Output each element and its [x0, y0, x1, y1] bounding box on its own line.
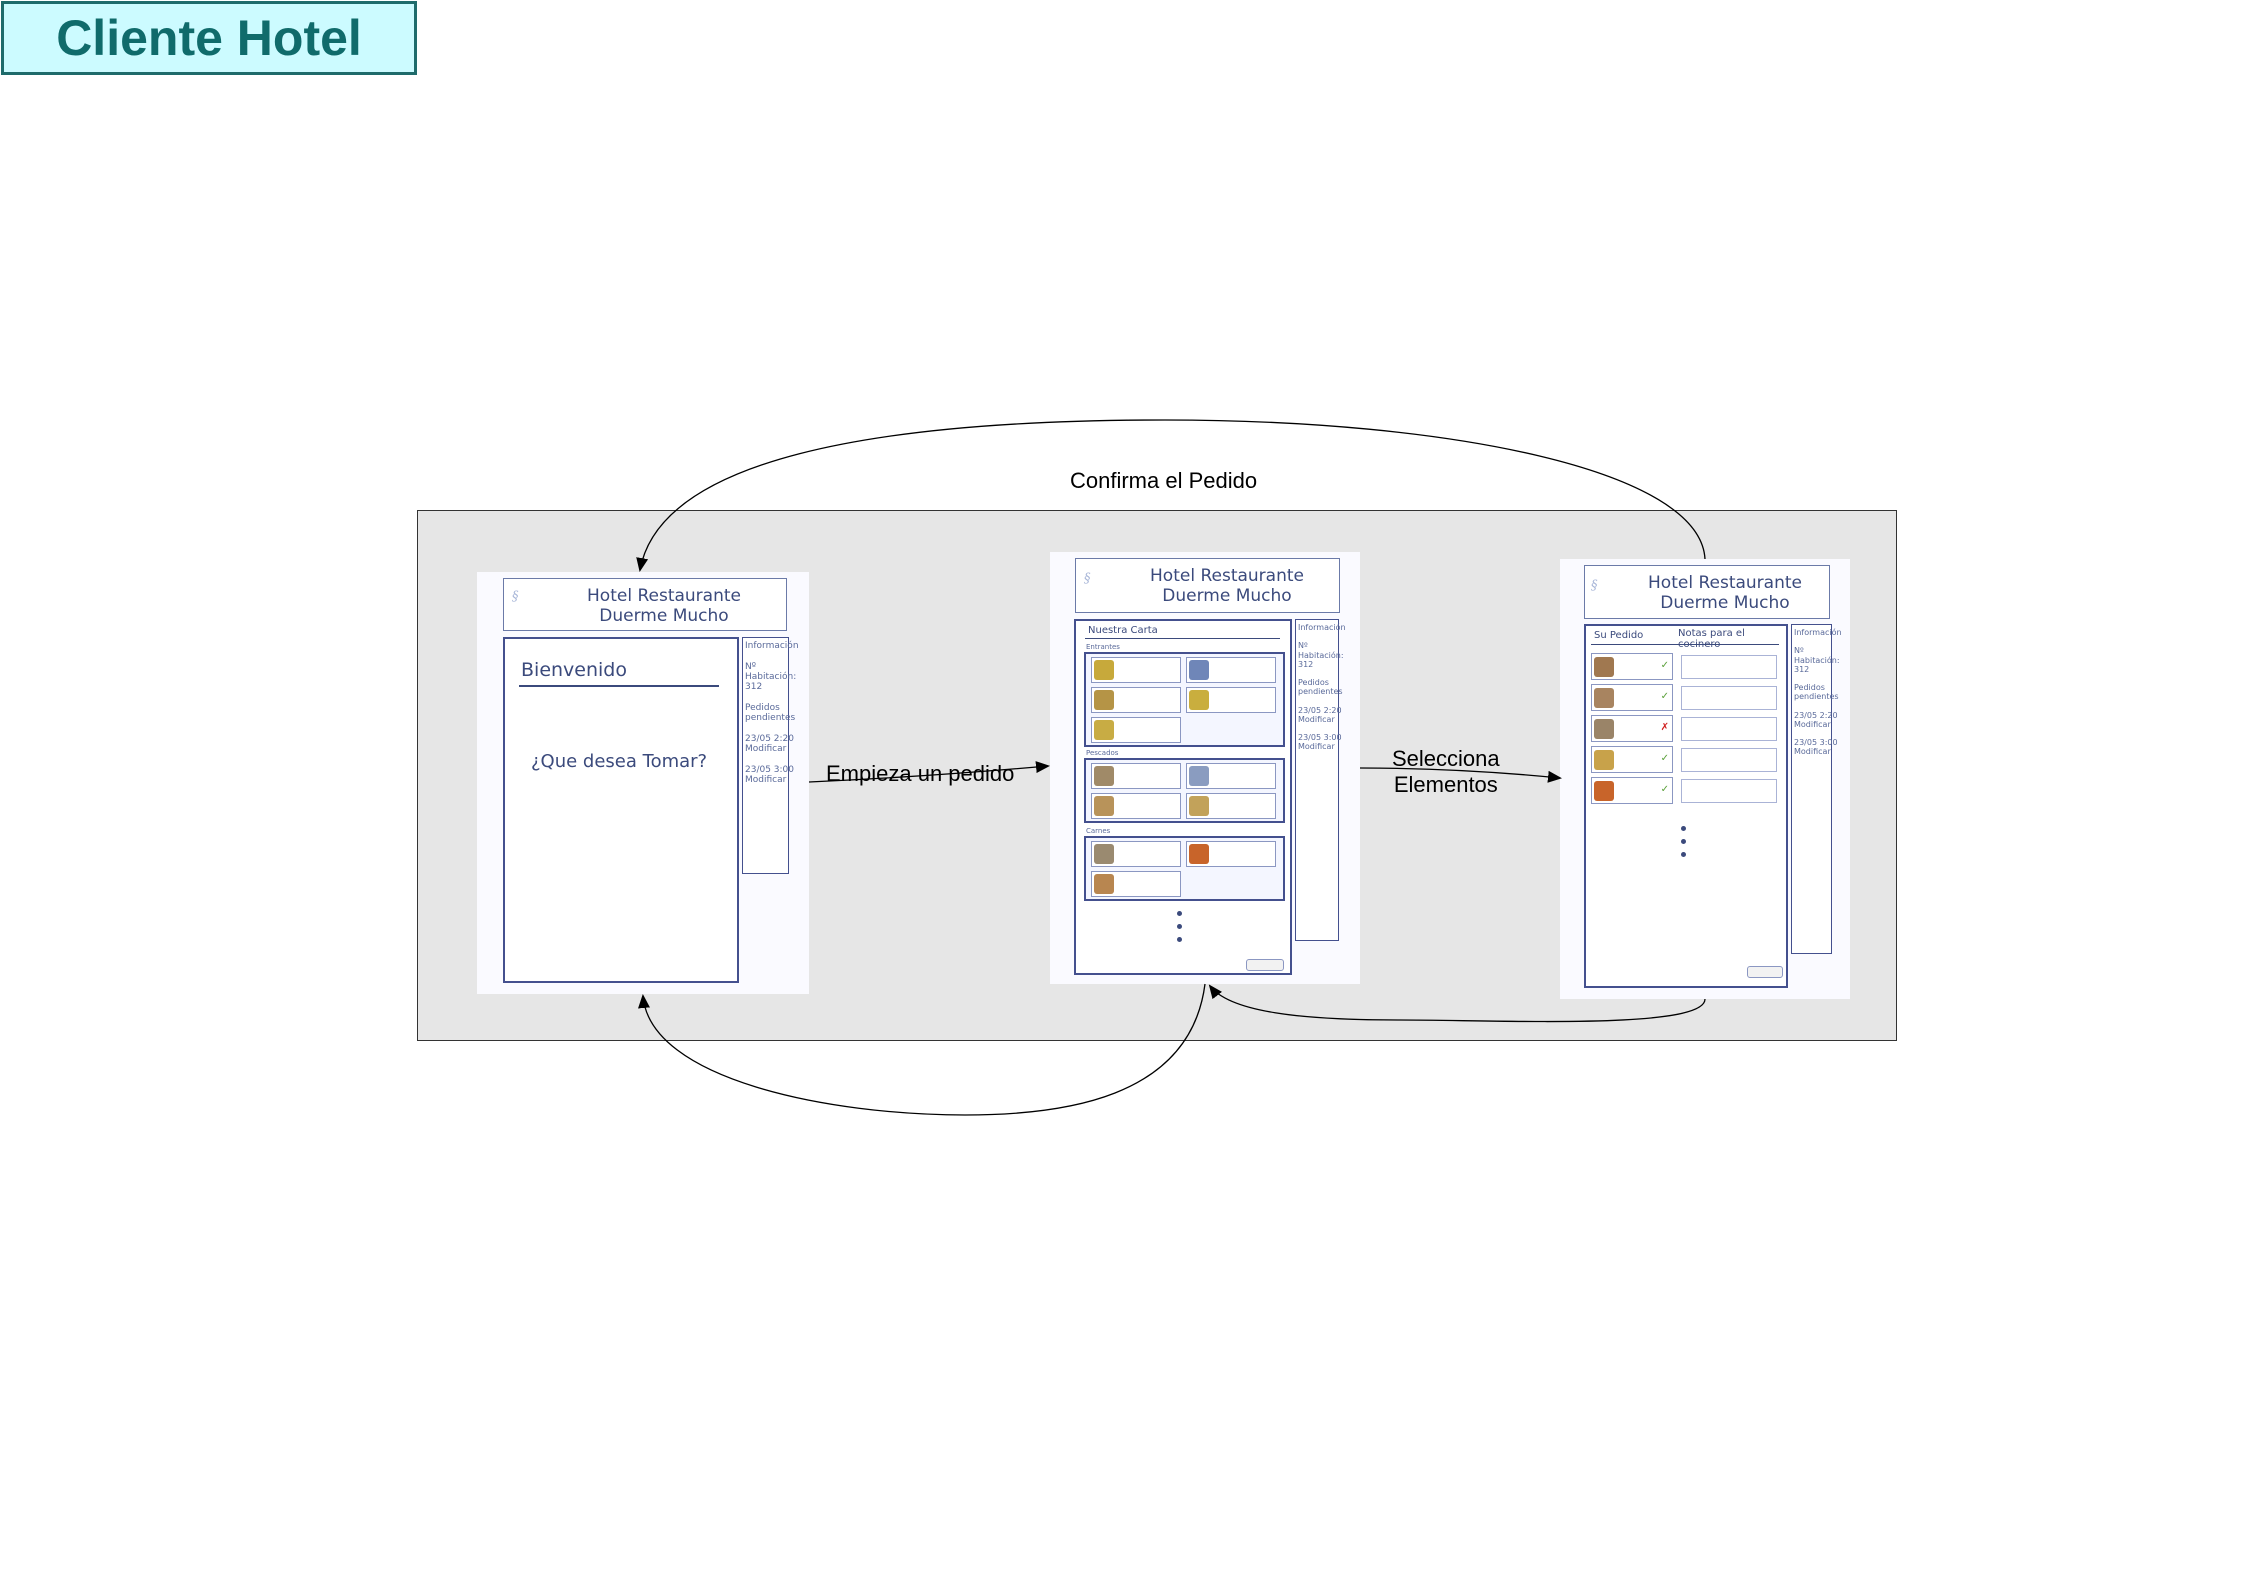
dish-thumbnail	[1094, 844, 1114, 864]
dish-thumbnail	[1094, 690, 1114, 710]
dish-thumbnail	[1594, 657, 1614, 677]
chef-notes-field[interactable]	[1681, 686, 1777, 710]
order-confirm-button[interactable]	[1747, 966, 1783, 978]
edge-label-select: Selecciona Elementos	[1392, 746, 1500, 799]
hotel-logo-icon: §	[1591, 578, 1598, 593]
welcome-main-panel: Bienvenido ¿Que desea Tomar?	[503, 637, 739, 983]
dish-thumbnail	[1189, 766, 1209, 786]
screen-welcome: § Hotel Restaurante Duerme Mucho Bienven…	[477, 572, 809, 994]
diagram-title: Cliente Hotel	[56, 10, 362, 66]
chef-notes-field[interactable]	[1681, 779, 1777, 803]
hotel-logo-icon: §	[512, 589, 519, 604]
menu-section-label: Pescados	[1086, 749, 1119, 757]
check-icon: ✓	[1660, 660, 1669, 671]
menu-dish-card[interactable]	[1186, 657, 1276, 683]
welcome-header-line2: Duerme Mucho	[599, 606, 729, 627]
more-dot	[1177, 911, 1182, 916]
dish-thumbnail	[1094, 720, 1114, 740]
welcome-header-line1: Hotel Restaurante	[587, 586, 741, 606]
menu-main-panel: Nuestra Carta Entrantes Pescados Carnes	[1074, 619, 1292, 975]
menu-dish-card[interactable]	[1091, 657, 1181, 683]
order-info-panel: Información Nº Habitación: 312 Pedidos p…	[1791, 624, 1842, 954]
edge-label-confirm: Confirma el Pedido	[1070, 468, 1258, 493]
dish-thumbnail	[1594, 688, 1614, 708]
dish-thumbnail	[1094, 660, 1114, 680]
menu-next-button[interactable]	[1246, 959, 1284, 971]
order-header-line2: Duerme Mucho	[1660, 593, 1790, 614]
arrow-order-back-to-menu	[1208, 984, 1706, 1023]
welcome-question[interactable]: ¿Que desea Tomar?	[531, 751, 708, 772]
check-icon: ✓	[1660, 691, 1669, 702]
dish-thumbnail	[1594, 719, 1614, 739]
order-tab-label[interactable]: Su Pedido	[1594, 630, 1644, 641]
welcome-info-panel: Información Nº Habitación: 312 Pedidos p…	[742, 637, 799, 874]
dish-thumbnail	[1594, 750, 1614, 770]
screen-menu: § Hotel Restaurante Duerme Mucho Nuestra…	[1050, 552, 1360, 984]
edge-label-select-line1: Selecciona	[1392, 746, 1500, 771]
chef-notes-field[interactable]	[1681, 717, 1777, 741]
dish-thumbnail	[1094, 796, 1114, 816]
check-icon: ✓	[1660, 753, 1669, 764]
menu-section-entrantes	[1084, 652, 1285, 747]
menu-dish-card[interactable]	[1091, 687, 1181, 713]
menu-dish-card[interactable]	[1186, 763, 1276, 789]
arrow-select-items	[1359, 767, 1562, 783]
menu-header-line2: Duerme Mucho	[1162, 586, 1292, 607]
menu-section-pescados	[1084, 758, 1285, 823]
remove-icon[interactable]: ✗	[1660, 722, 1669, 733]
menu-dish-card[interactable]	[1186, 687, 1276, 713]
menu-header: § Hotel Restaurante Duerme Mucho	[1075, 558, 1340, 613]
menu-info-panel: Información Nº Habitación: 312 Pedidos p…	[1295, 619, 1346, 941]
chef-notes-field[interactable]	[1681, 655, 1777, 679]
more-dot	[1681, 826, 1686, 831]
menu-dish-card[interactable]	[1186, 793, 1276, 819]
edge-label-start: Empieza un pedido	[826, 761, 1015, 786]
order-main-panel: Su Pedido Notas para el cocinero ✓ ✓ ✗ ✓…	[1584, 624, 1788, 988]
dish-thumbnail	[1094, 874, 1114, 894]
welcome-header: § Hotel Restaurante Duerme Mucho	[503, 578, 787, 631]
menu-dish-card[interactable]	[1091, 717, 1181, 743]
more-dot	[1681, 852, 1686, 857]
dish-thumbnail	[1189, 796, 1209, 816]
menu-section-label: Carnes	[1086, 827, 1111, 835]
order-item-card[interactable]: ✗	[1591, 715, 1673, 742]
order-item-card[interactable]: ✓	[1591, 653, 1673, 680]
diagram-title-box: Cliente Hotel	[1, 1, 417, 75]
order-item-card[interactable]: ✓	[1591, 684, 1673, 711]
order-item-card[interactable]: ✓	[1591, 746, 1673, 773]
menu-header-line1: Hotel Restaurante	[1150, 566, 1304, 586]
order-item-card[interactable]: ✓	[1591, 777, 1673, 804]
screen-order: § Hotel Restaurante Duerme Mucho Su Pedi…	[1560, 559, 1850, 999]
arrow-confirm-order	[636, 419, 1706, 572]
welcome-heading: Bienvenido	[521, 659, 627, 681]
dish-thumbnail	[1189, 690, 1209, 710]
dish-thumbnail	[1594, 781, 1614, 801]
order-header-line1: Hotel Restaurante	[1648, 573, 1802, 593]
order-header: § Hotel Restaurante Duerme Mucho	[1584, 565, 1830, 619]
menu-section-carnes	[1084, 836, 1285, 901]
more-dot	[1681, 839, 1686, 844]
dish-thumbnail	[1189, 660, 1209, 680]
menu-heading: Nuestra Carta	[1088, 625, 1158, 636]
menu-dish-card[interactable]	[1091, 793, 1181, 819]
more-dot	[1177, 924, 1182, 929]
dish-thumbnail	[1094, 766, 1114, 786]
menu-dish-card[interactable]	[1186, 841, 1276, 867]
menu-dish-card[interactable]	[1091, 841, 1181, 867]
hotel-logo-icon: §	[1084, 571, 1091, 586]
welcome-heading-underline	[519, 685, 719, 687]
arrow-menu-back-to-welcome	[638, 983, 1206, 1116]
menu-dish-card[interactable]	[1091, 871, 1181, 897]
arrow-start-order	[808, 761, 1050, 783]
dish-thumbnail	[1189, 844, 1209, 864]
check-icon: ✓	[1660, 784, 1669, 795]
edge-label-select-line2: Elementos	[1393, 772, 1498, 798]
menu-dish-card[interactable]	[1091, 763, 1181, 789]
more-dot	[1177, 937, 1182, 942]
menu-section-label: Entrantes	[1086, 643, 1120, 651]
chef-notes-field[interactable]	[1681, 748, 1777, 772]
